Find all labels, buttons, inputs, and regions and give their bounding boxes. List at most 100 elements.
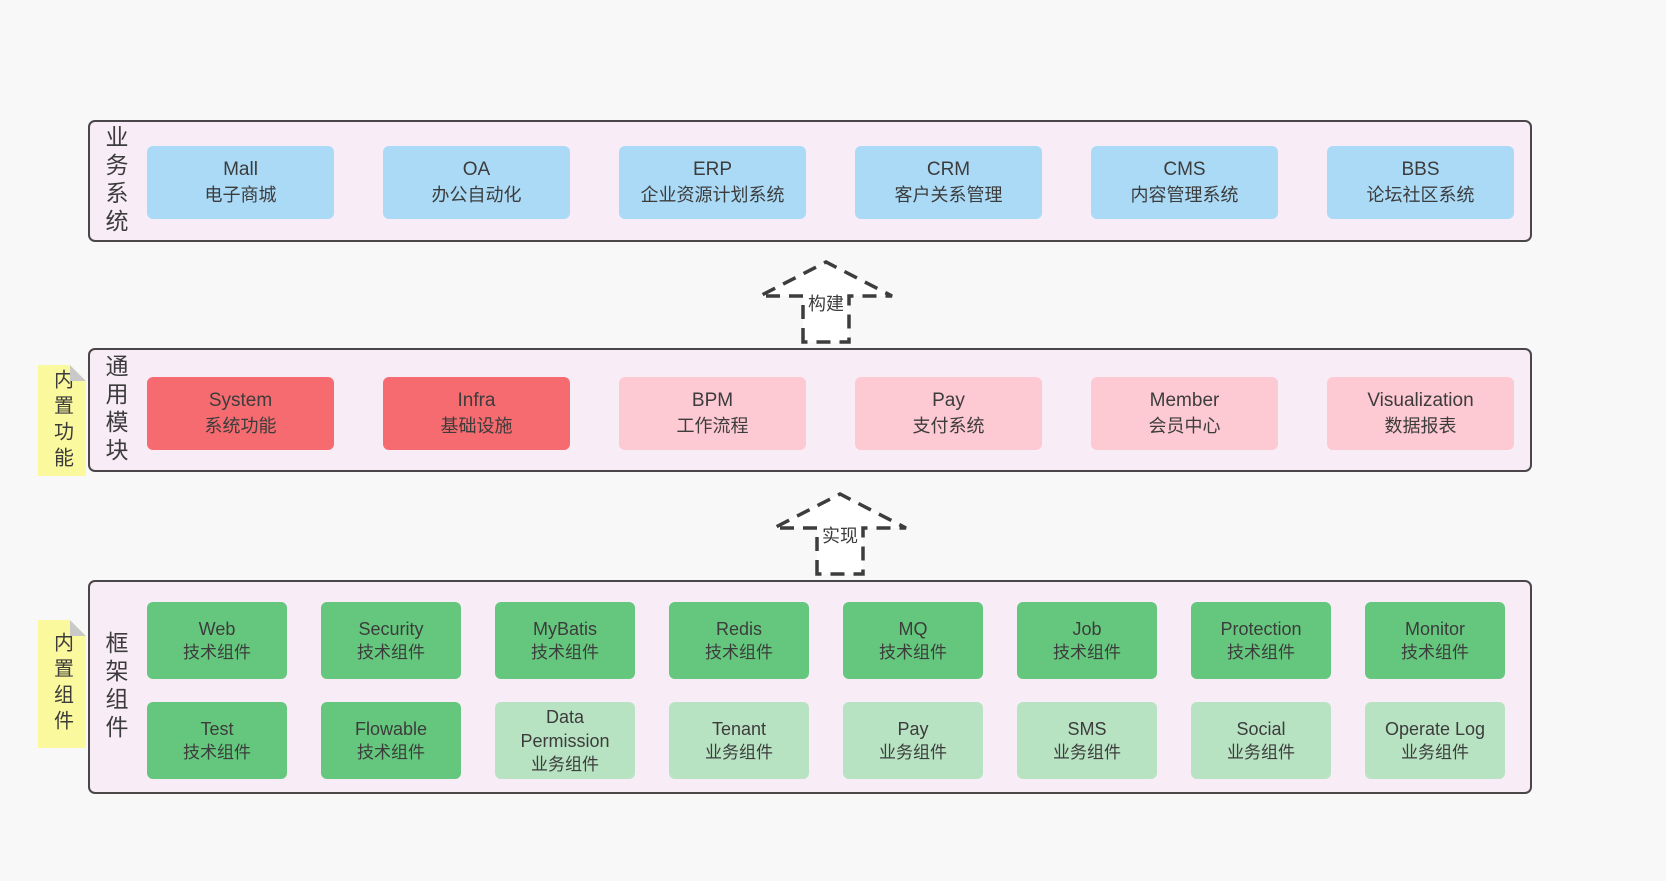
band-business-systems: 业务系统 Mall 电子商城 OA 办公自动化 ERP 企业资源计划系统 CRM… — [88, 120, 1532, 242]
box-mall: Mall 电子商城 — [147, 146, 334, 219]
box-subtitle: 业务组件 — [531, 754, 599, 774]
box-subtitle: 工作流程 — [676, 416, 749, 436]
box-data-permission: Data Permission 业务组件 — [495, 702, 635, 779]
box-subtitle: 业务组件 — [1401, 742, 1469, 762]
box-oa: OA 办公自动化 — [383, 146, 570, 219]
box-job: Job 技术组件 — [1017, 602, 1157, 679]
box-subtitle: 技术组件 — [531, 642, 599, 662]
box-title: MQ — [898, 618, 928, 639]
box-subtitle: 客户关系管理 — [894, 185, 1003, 205]
sticky-fold-corner-icon — [70, 620, 86, 636]
box-subtitle: 技术组件 — [1227, 642, 1295, 662]
box-title: Pay — [897, 718, 929, 739]
band-common-modules: 通用模块 System 系统功能 Infra 基础设施 BPM 工作流程 Pay… — [88, 348, 1532, 472]
box-title: Web — [198, 618, 236, 639]
box-flowable: Flowable 技术组件 — [321, 702, 461, 779]
box-cms: CMS 内容管理系统 — [1091, 146, 1278, 219]
box-title: Social — [1236, 718, 1286, 739]
layer-label-business: 业务系统 — [102, 125, 128, 237]
box-tenant: Tenant 业务组件 — [669, 702, 809, 779]
box-social: Social 业务组件 — [1191, 702, 1331, 779]
box-subtitle: 办公自动化 — [431, 185, 522, 205]
arrow-implement-label: 实现 — [819, 524, 861, 548]
arrow-implement: 实现 — [770, 488, 910, 576]
box-subtitle: 技术组件 — [183, 742, 251, 762]
box-title: OA — [462, 159, 491, 180]
box-subtitle: 业务组件 — [1053, 742, 1121, 762]
components-box-row-2: Test 技术组件 Flowable 技术组件 Data Permission … — [147, 702, 1505, 779]
box-mq: MQ 技术组件 — [843, 602, 983, 679]
box-subtitle: 技术组件 — [183, 642, 251, 662]
box-bpm: BPM 工作流程 — [619, 377, 806, 450]
box-subtitle: 技术组件 — [1401, 642, 1469, 662]
box-title: Visualization — [1367, 390, 1474, 411]
modules-box-row: System 系统功能 Infra 基础设施 BPM 工作流程 Pay 支付系统… — [147, 377, 1514, 450]
box-operate-log: Operate Log 业务组件 — [1365, 702, 1505, 779]
box-title: Tenant — [711, 718, 767, 739]
box-title: BBS — [1401, 159, 1440, 180]
box-title: System — [208, 390, 273, 411]
box-web: Web 技术组件 — [147, 602, 287, 679]
box-infra: Infra 基础设施 — [383, 377, 570, 450]
box-subtitle: 数据报表 — [1384, 416, 1457, 436]
box-title: CMS — [1163, 159, 1206, 180]
sticky-label: 内置功能 — [50, 368, 73, 473]
box-subtitle: 企业资源计划系统 — [640, 185, 785, 205]
box-title: Redis — [715, 618, 763, 639]
box-redis: Redis 技术组件 — [669, 602, 809, 679]
box-subtitle: 业务组件 — [705, 742, 773, 762]
box-security: Security 技术组件 — [321, 602, 461, 679]
box-protection: Protection 技术组件 — [1191, 602, 1331, 679]
box-subtitle: 内容管理系统 — [1130, 185, 1239, 205]
box-crm: CRM 客户关系管理 — [855, 146, 1042, 219]
band-framework-components: 框架组件 Web 技术组件 Security 技术组件 MyBatis 技术组件… — [88, 580, 1532, 794]
box-pay-system: Pay 支付系统 — [855, 377, 1042, 450]
components-box-row-1: Web 技术组件 Security 技术组件 MyBatis 技术组件 Redi… — [147, 602, 1505, 679]
box-subtitle: 电子商城 — [204, 185, 277, 205]
layer-label-modules: 通用模块 — [102, 354, 128, 466]
box-pay-component: Pay 业务组件 — [843, 702, 983, 779]
box-erp: ERP 企业资源计划系统 — [619, 146, 806, 219]
box-subtitle: 业务组件 — [879, 742, 947, 762]
box-subtitle: 技术组件 — [705, 642, 773, 662]
arrow-build: 构建 — [756, 256, 896, 344]
sticky-fold-corner-icon — [70, 365, 86, 381]
box-title: Infra — [457, 390, 496, 411]
box-title: Data Permission — [520, 706, 610, 751]
box-test: Test 技术组件 — [147, 702, 287, 779]
sticky-built-in-functions: 内置功能 — [38, 365, 86, 476]
box-title: Security — [358, 618, 424, 639]
box-title: ERP — [692, 159, 733, 180]
box-system: System 系统功能 — [147, 377, 334, 450]
box-subtitle: 技术组件 — [357, 642, 425, 662]
box-subtitle: 基础设施 — [440, 416, 513, 436]
box-visualization: Visualization 数据报表 — [1327, 377, 1514, 450]
box-title: Mall — [223, 159, 258, 180]
box-subtitle: 支付系统 — [912, 416, 985, 436]
box-title: Operate Log — [1384, 718, 1486, 739]
box-subtitle: 业务组件 — [1227, 742, 1295, 762]
box-member: Member 会员中心 — [1091, 377, 1278, 450]
box-title: Flowable — [354, 718, 428, 739]
box-bbs: BBS 论坛社区系统 — [1327, 146, 1514, 219]
box-subtitle: 系统功能 — [204, 416, 277, 436]
box-title: Job — [1072, 618, 1102, 639]
box-subtitle: 技术组件 — [879, 642, 947, 662]
box-mybatis: MyBatis 技术组件 — [495, 602, 635, 679]
box-title: CRM — [926, 159, 971, 180]
box-monitor: Monitor 技术组件 — [1365, 602, 1505, 679]
box-subtitle: 技术组件 — [357, 742, 425, 762]
box-subtitle: 论坛社区系统 — [1366, 185, 1475, 205]
box-title: Pay — [932, 390, 965, 411]
box-title: Test — [200, 718, 234, 739]
box-title: BPM — [691, 390, 734, 411]
box-title: MyBatis — [532, 618, 597, 639]
layer-label-components: 框架组件 — [102, 631, 128, 743]
business-box-row: Mall 电子商城 OA 办公自动化 ERP 企业资源计划系统 CRM 客户关系… — [147, 146, 1514, 219]
box-subtitle: 技术组件 — [1053, 642, 1121, 662]
box-subtitle: 会员中心 — [1148, 416, 1221, 436]
box-title: Monitor — [1404, 618, 1466, 639]
box-sms: SMS 业务组件 — [1017, 702, 1157, 779]
box-title: SMS — [1067, 718, 1107, 739]
